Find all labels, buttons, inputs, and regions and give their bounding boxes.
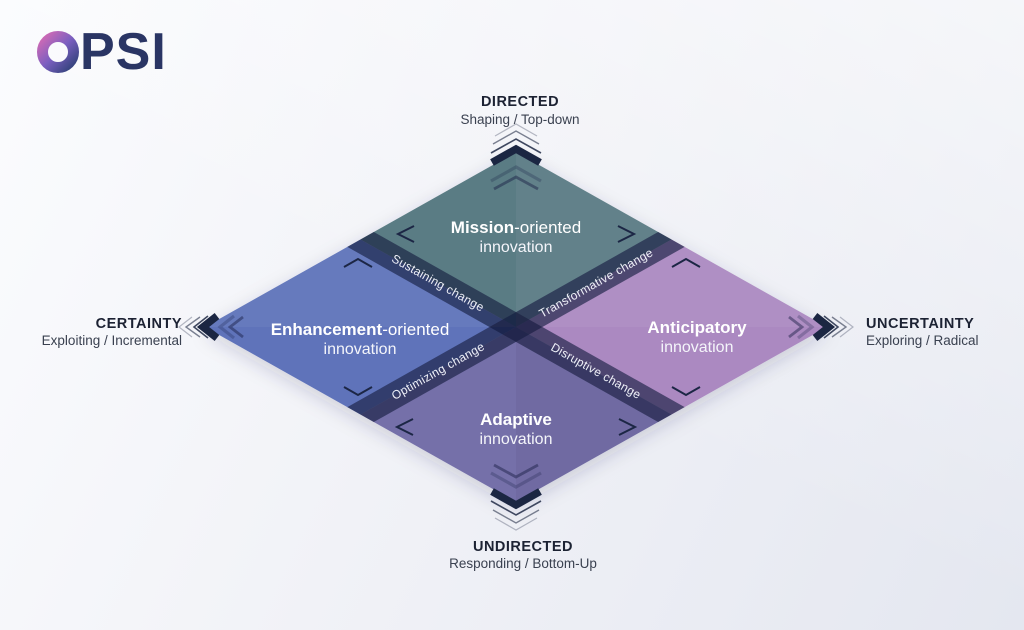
chevron-bottom-icon — [490, 463, 542, 531]
axis-right-sublabel: Exploring / Radical — [866, 333, 979, 348]
adaptive-left-tick-icon — [394, 418, 414, 436]
axis-bottom: UNDIRECTED Responding / Bottom-Up — [449, 539, 597, 571]
enhancement-top-tick-icon — [343, 257, 373, 268]
adaptive-line2-text: innovation — [480, 431, 553, 448]
adaptive-right-tick-icon — [618, 418, 638, 436]
anticipatory-line2-text: innovation — [661, 339, 734, 356]
mission-bold-text: Mission — [451, 218, 514, 237]
diamond: Sustaining change Transformative change … — [205, 152, 827, 502]
svg-text:Mission-oriented: Mission-oriented — [451, 218, 581, 237]
axis-top: DIRECTED Shaping / Top-down — [460, 94, 579, 127]
mission-rest-text: -oriented — [514, 218, 581, 237]
logo-o-icon — [37, 31, 79, 73]
mission-left-tick-icon — [395, 225, 415, 243]
facet-highlights — [205, 152, 827, 502]
adaptive-bold-text: Adaptive — [480, 410, 552, 429]
svg-text:Anticipatory: Anticipatory — [647, 318, 747, 337]
anticipatory-bold-text: Anticipatory — [647, 318, 747, 337]
enhancement-bold-text: Enhancement — [271, 320, 383, 339]
quadrant-adaptive-label: Adaptive innovation — [480, 410, 553, 448]
chevron-top-icon — [490, 123, 542, 191]
axis-bottom-label: UNDIRECTED — [473, 539, 573, 555]
band-optimizing-transformative — [335, 217, 697, 437]
axis-bottom-sublabel: Responding / Bottom-Up — [449, 556, 597, 571]
anticipatory-top-tick-icon — [671, 257, 701, 268]
chevron-right-icon — [788, 313, 854, 341]
axis-right-label: UNCERTAINTY — [866, 316, 974, 332]
quadrant-anticipatory-label: Anticipatory innovation — [647, 318, 747, 356]
svg-text:Enhancement-oriented: Enhancement-oriented — [271, 320, 450, 339]
enhancement-line2-text: innovation — [324, 341, 397, 358]
quadrant-mission-label: Mission-oriented innovation — [451, 218, 581, 256]
opsi-logo: PSI — [37, 23, 167, 81]
axis-left-sublabel: Exploiting / Incremental — [42, 333, 182, 348]
mission-line2-text: innovation — [480, 239, 553, 256]
axis-right: UNCERTAINTY Exploring / Radical — [866, 316, 979, 348]
corner-ticks — [343, 225, 701, 436]
axis-top-sublabel: Shaping / Top-down — [460, 112, 579, 127]
anticipatory-bottom-tick-icon — [671, 386, 701, 397]
logo-text: PSI — [80, 23, 167, 81]
chevron-left-icon — [178, 313, 244, 341]
change-bands — [335, 217, 697, 437]
quadrant-enhancement-label: Enhancement-oriented innovation — [271, 320, 450, 358]
axis-left: CERTAINTY Exploiting / Incremental — [42, 316, 182, 348]
svg-text:Adaptive: Adaptive — [480, 410, 552, 429]
enhancement-bottom-tick-icon — [343, 386, 373, 397]
axis-left-label: CERTAINTY — [96, 316, 182, 332]
mission-right-tick-icon — [617, 225, 637, 243]
enhancement-rest-text: -oriented — [382, 320, 449, 339]
axis-top-label: DIRECTED — [481, 94, 559, 110]
